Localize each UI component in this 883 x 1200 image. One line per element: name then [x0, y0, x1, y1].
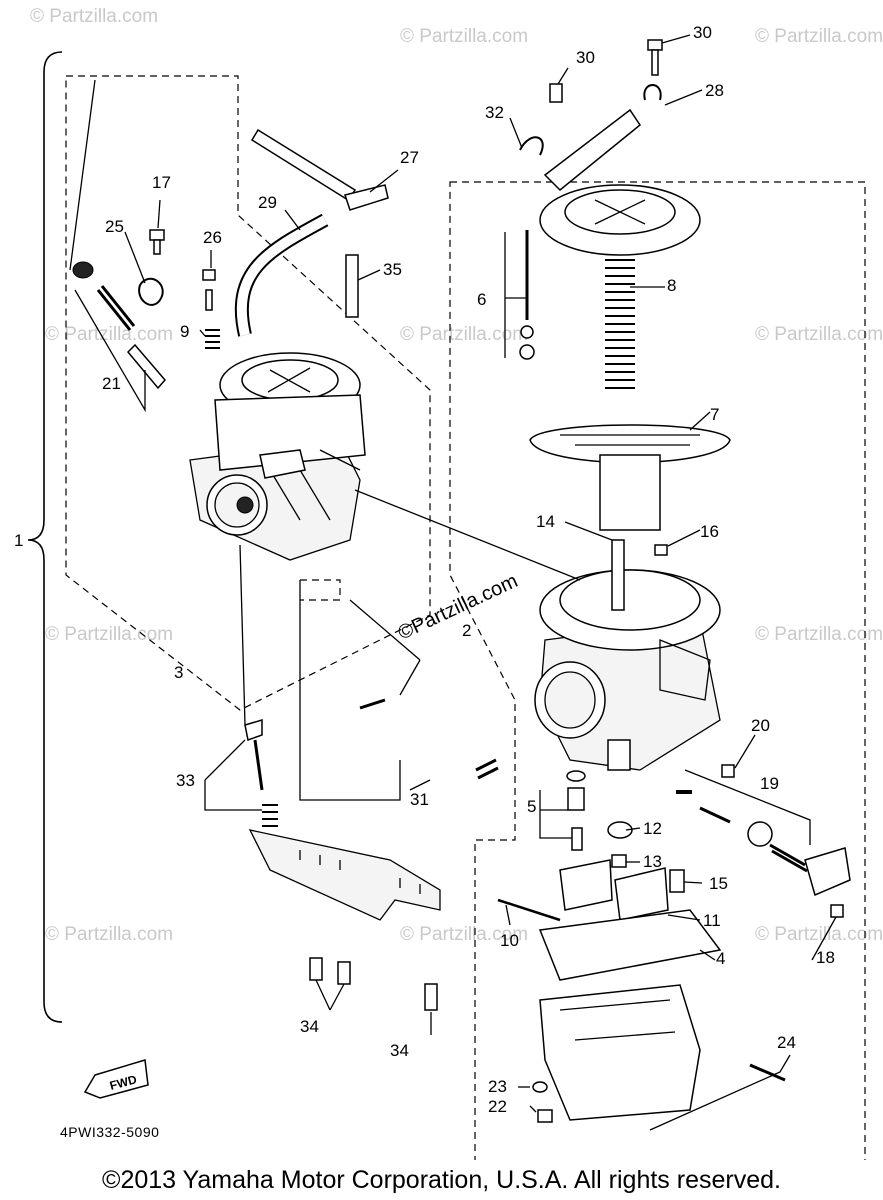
- callout-27: 27: [400, 148, 419, 167]
- callout-34-left: 34: [300, 1017, 319, 1036]
- callout-6: 6: [477, 290, 486, 309]
- watermark: © Partzilla.com: [755, 324, 883, 345]
- callout-32: 32: [485, 103, 504, 122]
- callout-31: 31: [410, 790, 429, 809]
- callout-23: 23: [488, 1077, 507, 1096]
- callout-4: 4: [716, 949, 725, 968]
- callout-21: 21: [102, 374, 121, 393]
- callout-3: 3: [174, 663, 183, 682]
- watermark: © Partzilla.com: [45, 924, 173, 945]
- callout-35: 35: [383, 260, 402, 279]
- jets-group: [566, 770, 586, 851]
- callout-20: 20: [751, 716, 770, 735]
- callout-19: 19: [760, 774, 779, 793]
- watermark: © Partzilla.com: [30, 6, 158, 27]
- fwd-label: FWD: [108, 1072, 138, 1093]
- watermark: © Partzilla.com: [400, 26, 528, 47]
- left-carburetor: [189, 352, 366, 561]
- watermark: © Partzilla.com: [45, 624, 173, 645]
- callout-29: 29: [258, 193, 277, 212]
- watermark: © Partzilla.com: [755, 26, 883, 47]
- callout-1: 1: [14, 531, 23, 550]
- center-watermark: ©Partzilla.com: [395, 570, 521, 645]
- callout-5: 5: [527, 797, 536, 816]
- callout-14: 14: [536, 512, 555, 531]
- callout-22: 22: [488, 1097, 507, 1116]
- callout-2: 2: [462, 621, 471, 640]
- callout-33: 33: [176, 771, 195, 790]
- float-assembly: [497, 821, 786, 1123]
- callout-24: 24: [777, 1033, 796, 1052]
- right-carb-outline: [449, 181, 866, 1160]
- callout-15: 15: [709, 874, 728, 893]
- assembly-brace: [27, 51, 63, 1023]
- callout-16: 16: [700, 522, 719, 541]
- mounting-bracket: [244, 698, 499, 1011]
- callout-25: 25: [105, 217, 124, 236]
- callout-12: 12: [643, 819, 662, 838]
- watermark: © Partzilla.com: [755, 924, 883, 945]
- callout-7: 7: [710, 405, 719, 424]
- callout-9: 9: [180, 322, 189, 341]
- callout-26: 26: [203, 228, 222, 247]
- callouts: 1 2 3 4 5 6 7 8 9 10 11 12 13 14 15 16 1…: [14, 23, 835, 1116]
- bracket-outline: [300, 579, 341, 601]
- fwd-arrow: FWD: [83, 1059, 149, 1099]
- small-parts-left: [138, 229, 220, 349]
- callout-17: 17: [152, 173, 171, 192]
- leader-lines: [69, 34, 837, 1131]
- callout-10: 10: [500, 931, 519, 950]
- diaphragm-piston: [529, 424, 731, 531]
- right-carburetor-body: [534, 539, 721, 771]
- carburetor-exploded-diagram: © Partzilla.com © Partzilla.com © Partzi…: [14, 6, 883, 1160]
- callout-11: 11: [703, 911, 721, 930]
- spring-and-needle: [519, 230, 635, 389]
- watermark: © Partzilla.com: [400, 924, 528, 945]
- callout-8: 8: [667, 276, 676, 295]
- callout-18: 18: [816, 948, 835, 967]
- copyright-footer: ©2013 Yamaha Motor Corporation, U.S.A. A…: [102, 1166, 781, 1194]
- diagram-code: 4PWI332-5090: [60, 1124, 160, 1140]
- left-carb-outline: [65, 75, 431, 711]
- top-cover-assembly: [519, 39, 701, 256]
- pilot-screw-set: [72, 261, 166, 390]
- callout-13: 13: [643, 852, 662, 871]
- enrichener-parts: [654, 544, 851, 918]
- callout-30-right: 30: [693, 23, 712, 42]
- hoses: [234, 128, 389, 337]
- callout-30-left: 30: [576, 48, 595, 67]
- watermarks: © Partzilla.com © Partzilla.com © Partzi…: [30, 6, 883, 945]
- watermark: © Partzilla.com: [755, 624, 883, 645]
- watermark: © Partzilla.com: [45, 324, 173, 345]
- callout-34-right: 34: [390, 1041, 409, 1060]
- watermark: © Partzilla.com: [400, 324, 528, 345]
- callout-28: 28: [705, 81, 724, 100]
